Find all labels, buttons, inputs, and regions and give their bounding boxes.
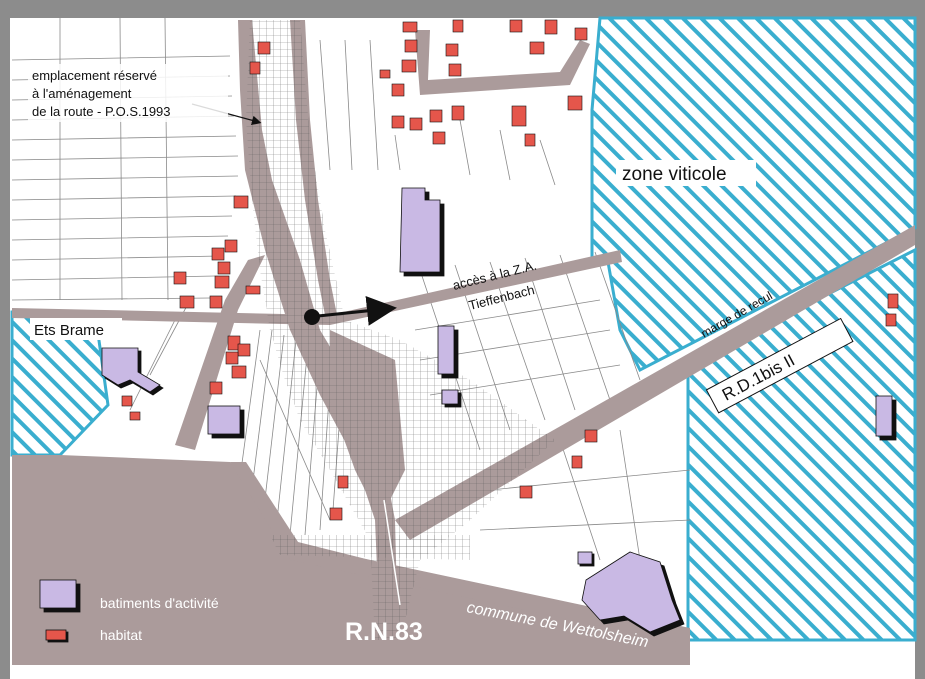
legend-activite-label: batiments d'activité — [100, 595, 219, 611]
vineyard-zone-north — [590, 16, 917, 373]
legend-habitat-label: habitat — [100, 627, 142, 643]
rn83-label: R.N.83 — [345, 618, 423, 646]
reserve-label-line3: de la route - P.O.S.1993 — [32, 104, 171, 119]
parcel-lines — [11, 17, 691, 561]
activity-buildings — [101, 187, 893, 633]
zone-viticole-text: zone viticole — [622, 164, 727, 185]
reserve-label-line2: à l'aménagement — [32, 86, 132, 101]
reserved-area-grid — [246, 20, 555, 640]
habitat-buildings — [121, 19, 899, 521]
access-direction-arrow — [317, 295, 397, 326]
ets-brame-label: Ets Brame — [30, 318, 122, 340]
rn83-pointer-line — [383, 499, 401, 606]
zone-viticole-label: zone viticole — [616, 160, 756, 186]
reserve-note: emplacement réservé à l'aménagement de l… — [28, 64, 228, 122]
reserve-label-line1: emplacement réservé — [32, 68, 157, 83]
legend: batiments d'activité habitat — [39, 579, 219, 643]
legend-habitat-swatch — [45, 629, 67, 641]
legend-activite-swatch — [39, 579, 77, 609]
access-point-dot — [304, 309, 320, 325]
ets-brame-text: Ets Brame — [34, 322, 104, 339]
